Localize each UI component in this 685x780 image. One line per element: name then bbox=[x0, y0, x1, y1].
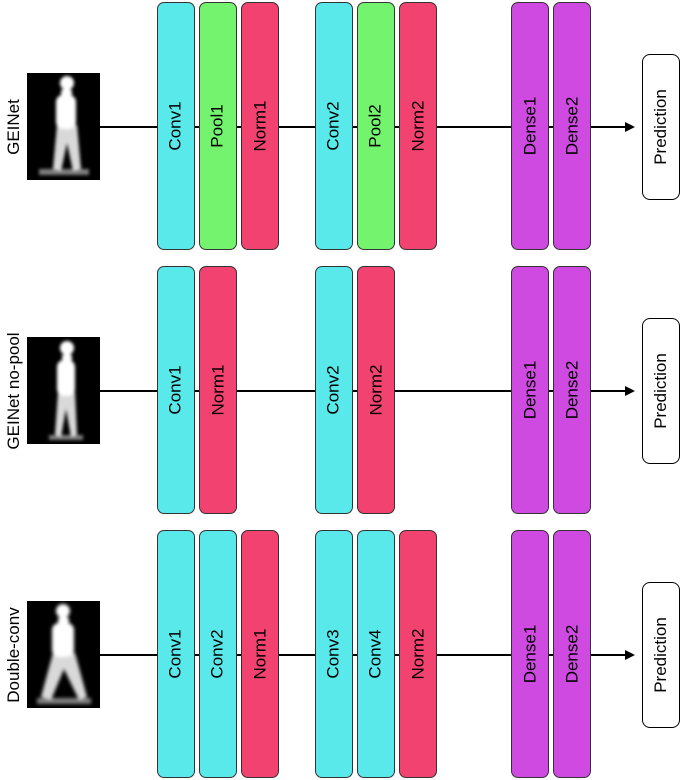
layer-conv4: Conv4 bbox=[357, 530, 395, 778]
layer-norm1: Norm1 bbox=[241, 530, 279, 778]
layer-pool2: Pool2 bbox=[357, 2, 395, 250]
row-label: GEINet no-pool bbox=[4, 332, 23, 450]
layer-conv1: Conv1 bbox=[157, 2, 195, 250]
layer-dense2: Dense2 bbox=[553, 2, 591, 250]
layer-norm1: Norm1 bbox=[241, 2, 279, 250]
layer-pool1: Pool1 bbox=[199, 2, 237, 250]
layer-conv2: Conv2 bbox=[315, 266, 353, 514]
layer-dense1: Dense1 bbox=[511, 530, 549, 778]
architecture-row-double-conv: Double-conv Conv1 Conv2 Norm1 Conv3 Conv… bbox=[0, 530, 685, 780]
row-label: GEINet bbox=[4, 99, 23, 155]
architecture-row-geinet-no-pool: GEINet no-pool Conv1 Norm1 Conv2 Norm2 D… bbox=[0, 266, 685, 516]
layer-dense2: Dense2 bbox=[553, 530, 591, 778]
prediction-output: Prediction bbox=[642, 318, 680, 464]
prediction-output: Prediction bbox=[642, 54, 680, 200]
layer-dense1: Dense1 bbox=[511, 2, 549, 250]
gei-silhouette-image bbox=[27, 601, 100, 708]
arrowhead-icon bbox=[625, 650, 635, 660]
layer-norm2: Norm2 bbox=[399, 2, 437, 250]
layer-conv3: Conv3 bbox=[315, 530, 353, 778]
row-label: Double-conv bbox=[4, 607, 23, 703]
gei-silhouette-image bbox=[27, 337, 100, 444]
layer-norm2: Norm2 bbox=[399, 530, 437, 778]
gei-silhouette-image bbox=[27, 73, 100, 180]
layer-dense2: Dense2 bbox=[553, 266, 591, 514]
layer-conv1: Conv1 bbox=[157, 266, 195, 514]
layer-conv2: Conv2 bbox=[199, 530, 237, 778]
arrowhead-icon bbox=[625, 386, 635, 396]
layer-conv1: Conv1 bbox=[157, 530, 195, 778]
layer-norm1: Norm1 bbox=[199, 266, 237, 514]
layer-conv2: Conv2 bbox=[315, 2, 353, 250]
architecture-row-geinet: GEINet Conv1 Pool1 Norm1 Conv2 Pool2 Nor… bbox=[0, 2, 685, 252]
layer-dense1: Dense1 bbox=[511, 266, 549, 514]
arrowhead-icon bbox=[625, 122, 635, 132]
prediction-output: Prediction bbox=[642, 582, 680, 728]
layer-norm2: Norm2 bbox=[357, 266, 395, 514]
